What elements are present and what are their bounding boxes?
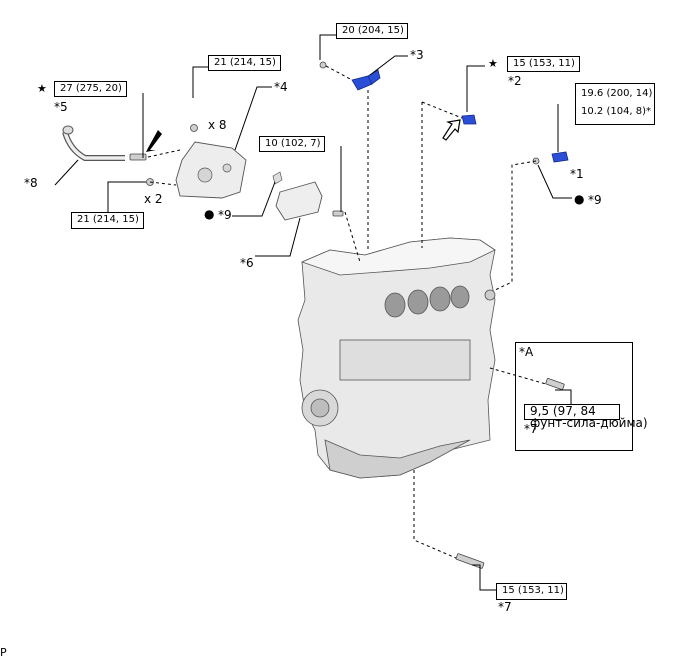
dot-mark-9b: ● [574,192,585,206]
inset-a-unit: фунт-сила-дюйма) [530,416,648,430]
inset-a-title: *A [519,345,534,359]
callout-1: *1 [570,167,584,181]
torque-box-1: 19.6 (200, 14) 10.2 (104, 8)* [575,83,655,125]
plate [275,181,323,221]
quantity-x2: x 2 [144,192,163,206]
dot-mark-9a: ● [204,207,215,221]
callout-9-right: *9 [588,193,602,207]
torque-box-8: 21 (214, 15) [71,212,144,229]
inset-a [515,342,633,451]
torque-box-5: 27 (275, 20) [54,81,127,97]
callout-9-left: *9 [218,208,232,222]
water-pump-housing [175,141,247,199]
star-mark-5: ★ [37,82,47,95]
torque-1-line2: 10.2 (104, 8)* [581,106,652,117]
callout-3: *3 [410,48,424,62]
inset-a-torque-box: 9,5 (97, 84 [524,404,620,420]
footer-mark: P [0,646,7,658]
callout-7-inset: *7 [524,422,538,436]
torque-box-2: 15 (153, 11) [507,56,580,72]
callout-7-bottom: *7 [498,600,512,614]
star-mark-2: ★ [488,57,498,70]
torque-box-4: 21 (214, 15) [208,55,281,71]
callout-8: *8 [24,176,38,190]
torque-1-line1: 19.6 (200, 14) [581,88,653,99]
arrow-outline [442,119,461,141]
callout-4: *4 [274,80,288,94]
water-pipe [62,131,125,161]
callout-2: *2 [508,74,522,88]
quantity-x8: x 8 [208,118,227,132]
engine-block [297,237,496,479]
torque-box-3: 20 (204, 15) [336,23,408,39]
arrow-solid [146,130,162,152]
blue-sensors [351,69,569,163]
torque-box-7: 15 (153, 11) [496,583,567,600]
callout-6: *6 [240,256,254,270]
callout-5: *5 [54,100,68,114]
torque-box-6: 10 (102, 7) [259,136,325,152]
